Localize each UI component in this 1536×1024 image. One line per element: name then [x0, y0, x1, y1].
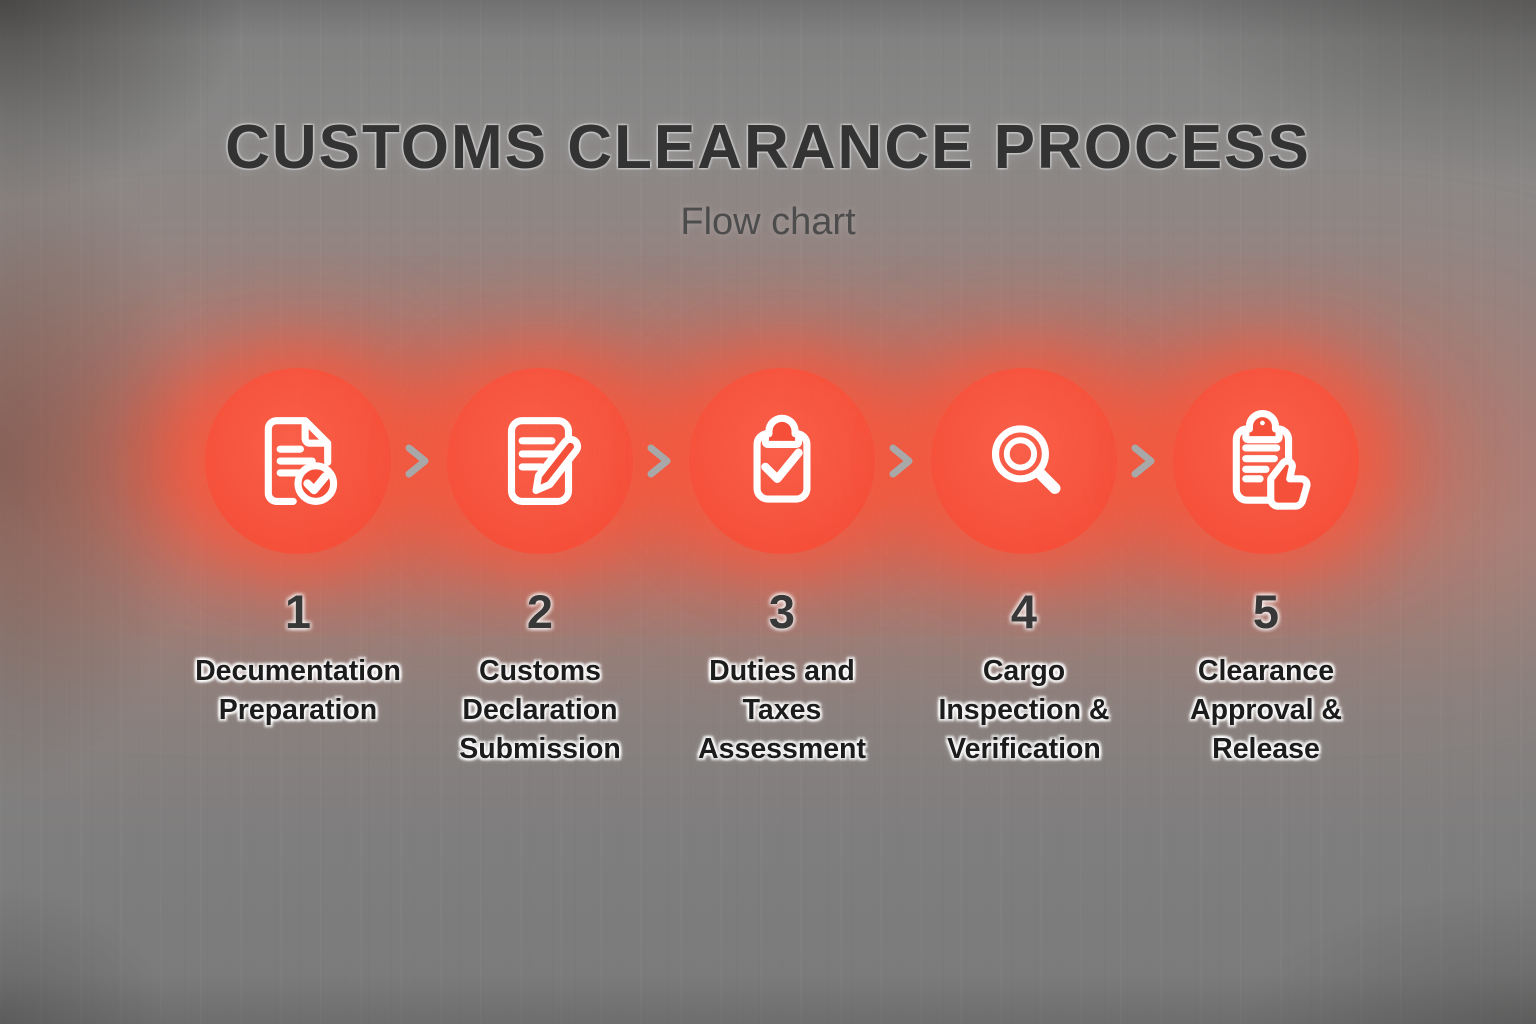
chevron-right-icon	[647, 444, 671, 478]
page-subtitle: Flow chart	[680, 201, 856, 243]
step-number: 5	[1252, 585, 1280, 638]
step-label: Decumentation Preparation	[195, 655, 401, 726]
step-number: 1	[284, 585, 312, 638]
step-label: Cargo Inspection & Verification	[938, 655, 1110, 765]
step-circle	[205, 368, 391, 554]
process-step-1: 1 Decumentation Preparation	[177, 368, 419, 769]
step-circle	[447, 368, 633, 554]
step-label: Duties and Taxes Assessment	[698, 655, 866, 765]
header: CUSTOMS CLEARANCE PROCESS Flow chart	[0, 0, 1536, 244]
page-title: CUSTOMS CLEARANCE PROCESS	[225, 113, 1311, 182]
step-number: 4	[1010, 585, 1038, 638]
process-step-3: 3 Duties and Taxes Assessment	[661, 368, 903, 769]
step-label: Clearance Approval & Release	[1189, 655, 1343, 765]
clipboard-thumbs-up-icon	[1232, 409, 1311, 510]
step-circle	[1173, 368, 1359, 554]
step-circle	[689, 368, 875, 554]
process-step-4: 4 Cargo Inspection & Verification	[903, 368, 1145, 769]
process-steps-row: 1 Decumentation Preparation 2 Customs De…	[177, 368, 1387, 769]
document-check-icon	[264, 417, 338, 505]
magnifier-search-icon	[991, 425, 1061, 494]
chevron-right-icon	[405, 444, 429, 478]
step-circle	[931, 368, 1117, 554]
chevron-right-icon	[1131, 444, 1155, 478]
step-label: Customs Declaration Submission	[459, 655, 621, 765]
process-step-2: 2 Customs Declaration Submission	[419, 368, 661, 769]
clipboard-check-icon	[753, 414, 811, 503]
document-edit-icon	[507, 417, 582, 505]
process-step-5: 5 Clearance Approval & Release	[1145, 368, 1387, 769]
chevron-right-icon	[889, 444, 913, 478]
step-number: 2	[526, 585, 554, 638]
step-number: 3	[768, 585, 796, 638]
